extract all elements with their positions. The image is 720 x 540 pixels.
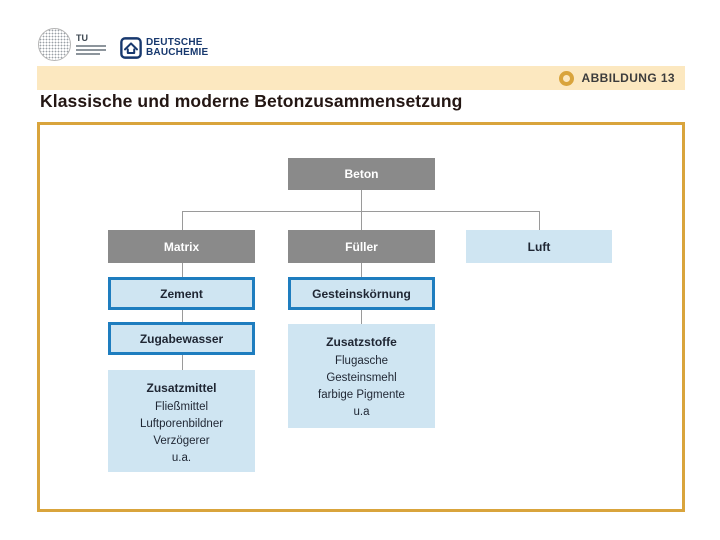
tu-logo-bar — [76, 49, 106, 51]
zusatzstoffe-item: u.a — [353, 406, 370, 418]
connector-to-matrix — [182, 211, 183, 230]
zusatzstoffe-title: Zusatzstoffe — [326, 335, 397, 349]
connector-gesteinskoernung-zusatzstoffe — [361, 310, 362, 324]
connector-matrix-zement — [182, 263, 183, 277]
connector-fueller-gesteinskoernung — [361, 263, 362, 277]
tu-logo: TU — [38, 28, 106, 61]
connector-to-luft — [539, 211, 540, 230]
connector-beton-down — [361, 190, 362, 212]
ring-icon — [558, 70, 574, 86]
node-luft: Luft — [466, 230, 612, 263]
zusatzmittel-title: Zusatzmittel — [146, 381, 217, 395]
tu-logo-bar — [76, 45, 106, 47]
figure-banner: ABBILDUNG 13 — [37, 66, 685, 90]
node-zement: Zement — [108, 277, 255, 310]
zusatzstoffe-item: farbige Pigmente — [318, 389, 405, 401]
page-title: Klassische und moderne Betonzusammensetz… — [40, 91, 463, 111]
zusatzmittel-item: Fließmittel — [154, 401, 209, 413]
node-gesteinskoernung: Gesteinskörnung — [288, 277, 435, 310]
deutsche-bauchemie-line2: BAUCHEMIE — [146, 47, 209, 58]
deutsche-bauchemie-logo: DEUTSCHE BAUCHEMIE — [120, 37, 208, 59]
deutsche-bauchemie-line1: DEUTSCHE — [146, 36, 203, 48]
node-zugabewasser: Zugabewasser — [108, 322, 255, 355]
connector-zement-zugabewasser — [182, 310, 183, 322]
house-icon — [120, 37, 142, 59]
node-beton: Beton — [288, 158, 435, 190]
tu-logo-label: TU — [76, 33, 88, 43]
zusatzmittel-item: Verzögerer — [153, 435, 210, 447]
node-matrix: Matrix — [108, 230, 255, 263]
zusatzstoffe-item: Gesteinsmehl — [326, 372, 397, 384]
tu-logo-bar — [76, 53, 100, 55]
zusatzmittel-item: Luftporenbildner — [139, 418, 224, 430]
tu-seal-icon — [38, 28, 71, 61]
deutsche-bauchemie-wordmark: DEUTSCHE BAUCHEMIE — [146, 36, 209, 59]
node-zusatzstoffe: Zusatzstoffe Flugasche Gesteinsmehl farb… — [288, 324, 435, 428]
connector-zugabewasser-zusatzmittel — [182, 355, 183, 370]
connector-to-fueller — [361, 211, 362, 230]
node-zusatzmittel: Zusatzmittel Fließmittel Luftporenbildne… — [108, 370, 255, 472]
zusatzmittel-item: u.a. — [171, 452, 192, 464]
figure-banner-label: ABBILDUNG 13 — [581, 71, 675, 85]
zusatzstoffe-item: Flugasche — [334, 355, 389, 367]
node-fueller: Füller — [288, 230, 435, 263]
tu-logo-text: TU — [76, 34, 106, 55]
